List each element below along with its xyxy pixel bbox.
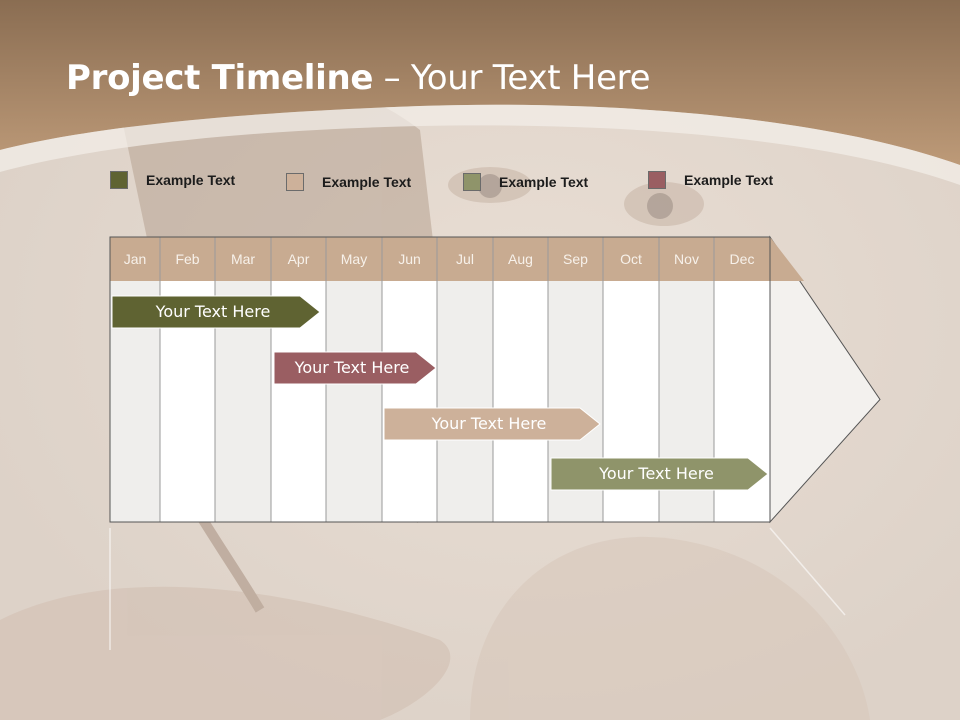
month-label-aug: Aug bbox=[508, 251, 533, 267]
month-column bbox=[382, 281, 437, 522]
month-header-cell bbox=[603, 237, 659, 281]
legend-swatch bbox=[463, 173, 481, 191]
legend-swatch bbox=[110, 171, 128, 189]
month-header-cell bbox=[437, 237, 493, 281]
reflection-line bbox=[769, 527, 846, 616]
month-label-dec: Dec bbox=[729, 251, 755, 267]
month-label-apr: Apr bbox=[287, 251, 310, 267]
month-header-cell bbox=[548, 237, 603, 281]
month-label-jul: Jul bbox=[456, 251, 474, 267]
timeline-grid bbox=[109, 235, 881, 650]
month-label-may: May bbox=[340, 251, 368, 267]
month-header-cell bbox=[493, 237, 548, 281]
month-column bbox=[493, 281, 548, 522]
month-header-cell bbox=[714, 237, 770, 281]
month-header-cell bbox=[659, 237, 714, 281]
month-header-cell bbox=[215, 237, 271, 281]
timeline-frame bbox=[109, 236, 771, 523]
legend-item-4: Example Text bbox=[648, 170, 773, 190]
month-label-nov: Nov bbox=[674, 251, 699, 267]
legend-item-2: Example Text bbox=[286, 172, 411, 192]
legend-label: Example Text bbox=[499, 174, 589, 190]
month-label-jan: Jan bbox=[123, 251, 147, 267]
legend-label: Example Text bbox=[146, 172, 236, 188]
month-label-sep: Sep bbox=[563, 251, 588, 267]
title-bold: Project Timeline bbox=[66, 58, 374, 98]
month-label-oct: Oct bbox=[620, 251, 642, 267]
month-column bbox=[437, 281, 493, 522]
month-label-mar: Mar bbox=[230, 251, 256, 267]
month-column bbox=[326, 281, 382, 522]
header-arrow-cap bbox=[770, 237, 804, 281]
task-bar-2 bbox=[273, 351, 437, 385]
month-header-cell bbox=[110, 237, 160, 281]
month-label-jun: Jun bbox=[398, 251, 421, 267]
legend-item-1: Example Text bbox=[110, 170, 235, 190]
month-header-cell bbox=[326, 237, 382, 281]
task-bar-label-1: Your Text Here bbox=[155, 302, 271, 321]
task-bar-label-2: Your Text Here bbox=[294, 358, 410, 377]
month-header-cell bbox=[271, 237, 326, 281]
title-rest: – Your Text Here bbox=[373, 58, 651, 98]
task-bar-label-4: Your Text Here bbox=[599, 464, 714, 483]
task-bar-4 bbox=[550, 457, 769, 491]
task-bar-1 bbox=[111, 295, 321, 329]
month-label-feb: Feb bbox=[175, 251, 200, 267]
legend-swatch bbox=[648, 171, 666, 189]
task-bar-label-3: Your Text Here bbox=[431, 414, 547, 433]
task-bar-3 bbox=[383, 407, 601, 441]
month-header-cell bbox=[382, 237, 437, 281]
legend-label: Example Text bbox=[684, 172, 774, 188]
month-header-cell bbox=[160, 237, 215, 281]
legend-item-3: Example Text bbox=[463, 172, 588, 192]
page-title: Project Timeline – Your Text Here bbox=[66, 58, 651, 98]
legend-swatch bbox=[286, 173, 304, 191]
legend-label: Example Text bbox=[322, 174, 412, 190]
